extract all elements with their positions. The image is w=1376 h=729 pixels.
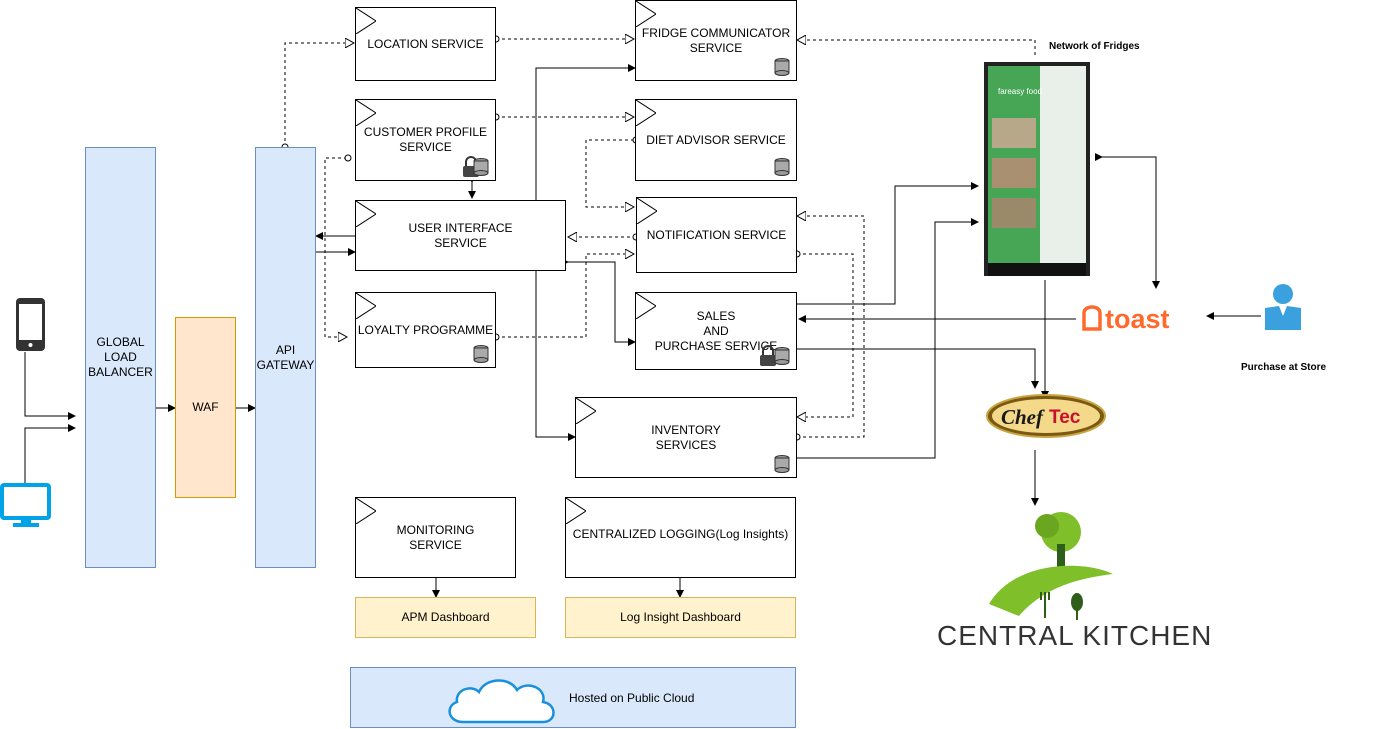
inventory-services: INVENTORY SERVICES: [575, 397, 797, 478]
cheftec-chef: Chef: [1001, 405, 1045, 429]
hosted-label: Hosted on Public Cloud: [569, 691, 695, 705]
loyalty-programme-label: LOYALTY PROGRAMME: [357, 322, 494, 337]
flag-icon: [636, 1, 656, 27]
toast-wordmark: toast: [1105, 304, 1170, 333]
cheftec-tec: Tec: [1049, 407, 1081, 428]
hosted-on-public-cloud: Hosted on Public Cloud: [350, 667, 796, 728]
lock-icon: [760, 345, 776, 366]
diet-advisor-label: DIET ADVISOR SERVICE: [646, 132, 786, 147]
monitoring-label: MONITORING SERVICE: [396, 522, 475, 552]
user-interface-label: USER INTERFACE SERVICE: [408, 220, 513, 250]
database-icon: [473, 345, 489, 363]
toast-logo: toast: [1082, 304, 1170, 333]
api-gateway: API GATEWAY: [255, 147, 316, 568]
notification-service: NOTIFICATION SERVICE: [636, 197, 797, 273]
log-insight-dashboard: Log Insight Dashboard: [565, 597, 796, 638]
database-icon: [774, 58, 790, 76]
desktop-monitor-icon: [0, 483, 51, 527]
flag-icon: [637, 198, 657, 224]
location-service: LOCATION SERVICE: [355, 7, 496, 81]
purchase-at-store-label: Purchase at Store: [1241, 362, 1327, 373]
customer-profile-service: CUSTOMER PROFILE SERVICE: [355, 99, 496, 181]
flag-icon: [356, 100, 376, 126]
mobile-phone-icon: [16, 298, 45, 351]
flag-icon: [356, 293, 376, 319]
centralized-logging-label: CENTRALIZED LOGGING(Log Insights): [572, 527, 789, 541]
database-icon: [774, 158, 790, 176]
cloud-icon: [448, 679, 555, 724]
sales-purchase-service: SALES AND PURCHASE SERVICE: [635, 292, 797, 370]
network-of-fridges-label: Network of Fridges: [1049, 41, 1140, 52]
flag-icon: [356, 8, 376, 34]
database-icon: [473, 158, 489, 176]
user-icon: [1265, 284, 1301, 330]
fridge-communicator-label: FRIDGE COMMUNICATOR SERVICE: [641, 25, 791, 55]
database-icon: [774, 347, 790, 365]
apm-dashboard: APM Dashboard: [355, 597, 536, 638]
location-service-label: LOCATION SERVICE: [367, 36, 484, 51]
fridge-brand: fareasy food: [998, 87, 1042, 96]
flag-icon: [356, 498, 376, 524]
monitoring-service: MONITORING SERVICE: [355, 497, 516, 578]
inventory-label: INVENTORY SERVICES: [651, 422, 721, 452]
user-interface-service: USER INTERFACE SERVICE: [355, 200, 566, 271]
fridge-communicator-service: FRIDGE COMMUNICATOR SERVICE: [635, 0, 797, 81]
global-load-balancer: GLOBAL LOAD BALANCER: [85, 147, 156, 568]
customer-profile-label: CUSTOMER PROFILE SERVICE: [363, 125, 488, 154]
database-icon: [774, 455, 790, 473]
flag-icon: [576, 398, 596, 424]
flag-icon: [636, 100, 656, 126]
loyalty-programme: LOYALTY PROGRAMME: [355, 292, 496, 368]
central-kitchen-label: CENTRAL KITCHEN: [937, 620, 1213, 651]
notification-label: NOTIFICATION SERVICE: [646, 227, 787, 242]
flag-icon: [636, 293, 656, 319]
cheftec-logo: Chef Tec: [986, 394, 1106, 438]
waf: WAF: [175, 317, 236, 498]
fridge-image: fareasy food: [984, 62, 1090, 276]
diet-advisor-service: DIET ADVISOR SERVICE: [635, 99, 797, 181]
flag-icon: [566, 498, 586, 524]
centralized-logging: CENTRALIZED LOGGING(Log Insights): [565, 497, 796, 578]
central-kitchen-logo: [989, 512, 1113, 620]
flag-icon: [356, 201, 376, 227]
